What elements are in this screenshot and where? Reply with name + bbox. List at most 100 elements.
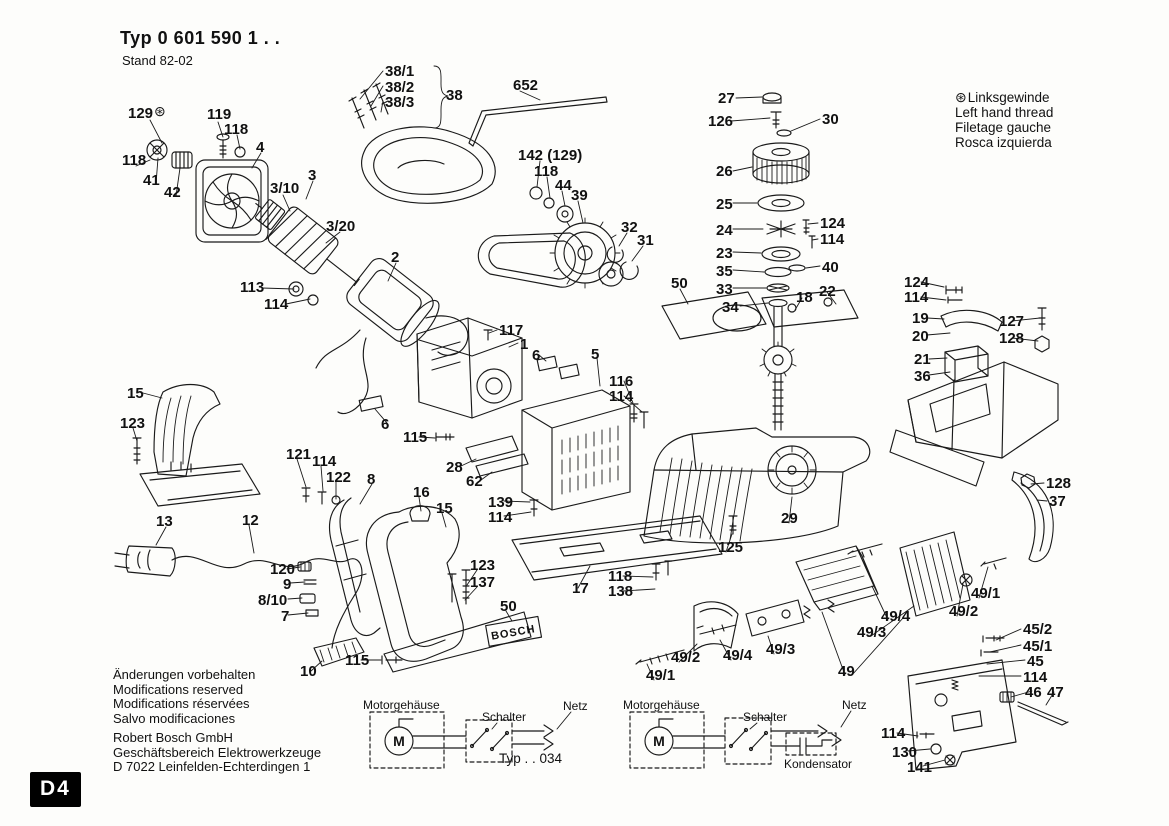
part-label-114: 114 [264, 296, 289, 313]
part-label-128: 128 [1046, 475, 1072, 492]
wiring1-switch-label: Schalter [482, 710, 527, 724]
revision-date: Stand 82-02 [122, 53, 193, 68]
chip-chute [889, 361, 1059, 487]
wiring1-caption: Typ . . 034 [499, 751, 563, 766]
part-label-33: 33 [716, 281, 733, 298]
cord-grommet [313, 637, 365, 667]
part-label-45-2: 45/2 [1023, 621, 1053, 638]
part-label-3-10: 3/10 [270, 180, 300, 197]
wiring2-switch-label: Schalter [743, 710, 788, 724]
part-label-41: 41 [143, 172, 160, 189]
belt-drive [477, 186, 639, 289]
part-label-38-3: 38/3 [385, 94, 415, 111]
part-label-114: 114 [820, 231, 845, 248]
company-name: Robert Bosch GmbH [113, 730, 233, 745]
wiring-diagram-1: M [369, 711, 554, 769]
handle-screws [381, 569, 471, 665]
part-label-4: 4 [256, 139, 265, 156]
part-label-49-2: 49/2 [671, 649, 701, 666]
part-label-23: 23 [716, 245, 733, 262]
part-label-50: 50 [671, 275, 688, 292]
part-label-47: 47 [1047, 684, 1064, 701]
part-label-127: 127 [999, 313, 1025, 330]
part-label-34: 34 [722, 299, 739, 316]
part-label-49-3: 49/3 [857, 624, 887, 641]
field-stator [346, 258, 440, 347]
part-label-128: 128 [999, 330, 1025, 347]
part-label-652: 652 [513, 77, 539, 94]
part-label-49-4: 49/4 [723, 647, 753, 664]
part-label--: ⊛ [154, 103, 166, 119]
part-label-114: 114 [1023, 669, 1048, 686]
part-label-115: 115 [345, 652, 370, 669]
part-label-49: 49 [838, 663, 855, 680]
part-label-130: 130 [892, 744, 918, 761]
type-number: Typ 0 601 590 1 . . [120, 28, 281, 48]
part-label-115: 115 [403, 429, 428, 446]
footer-note: Änderungen vorbehalten Modifications res… [113, 667, 321, 775]
part-label-45: 45 [1027, 653, 1044, 670]
carbon-brushes [358, 355, 580, 412]
thread-note-line-fr: Filetage gauche [955, 120, 1052, 135]
cord-plug [114, 545, 363, 649]
part-label-15: 15 [436, 500, 453, 517]
part-label-37: 37 [1049, 493, 1066, 510]
part-label-31: 31 [637, 232, 654, 249]
page-code-badge: D4 [30, 772, 81, 807]
wiring1-net-label: Netz [563, 699, 588, 713]
part-label-116: 116 [609, 373, 634, 390]
part-label-10: 10 [300, 663, 317, 680]
part-label-126: 126 [708, 113, 734, 130]
part-label-39: 39 [571, 187, 588, 204]
part-label-129: 129 [128, 105, 154, 122]
part-label-26: 26 [716, 163, 733, 180]
part-label-50: 50 [500, 598, 517, 615]
part-label-19: 19 [912, 310, 929, 327]
part-label-22: 22 [819, 283, 836, 300]
part-label-30: 30 [822, 111, 839, 128]
part-label-35: 35 [716, 263, 733, 280]
part-label-141: 141 [907, 759, 933, 776]
part-label-121: 121 [286, 446, 312, 463]
part-label-29: 29 [781, 510, 798, 527]
part-label-120: 120 [270, 561, 296, 578]
part-label-40: 40 [822, 259, 839, 276]
part-label-49-1: 49/1 [646, 667, 676, 684]
plates-28-62 [465, 435, 529, 477]
wiring-diagram-2: M [629, 711, 842, 769]
lever-19-20 [940, 285, 1050, 383]
part-label-3-20: 3/20 [326, 218, 356, 235]
part-label-38-2: 38/2 [385, 79, 415, 96]
bearing-washers [146, 139, 193, 169]
part-label-122: 122 [326, 469, 352, 486]
wiring2-net-label: Netz [842, 698, 867, 712]
part-label-12: 12 [242, 512, 259, 529]
rear-handle [366, 505, 464, 662]
part-label-1: 1 [520, 336, 529, 353]
part-label-46: 46 [1025, 684, 1042, 701]
part-label-8: 8 [367, 471, 376, 488]
part-label-42: 42 [164, 184, 181, 201]
screws-38 [348, 65, 449, 129]
part-label-118: 118 [224, 121, 249, 138]
part-label-49-3: 49/3 [766, 641, 796, 658]
part-label-137: 137 [470, 574, 496, 591]
company-address: D 7022 Leinfelden-Echterdingen 1 [113, 759, 311, 774]
part-label-113: 113 [240, 279, 265, 296]
modifications-en: Modifications reserved [113, 681, 244, 697]
part-label-27: 27 [718, 90, 735, 107]
motor-symbol-1: M [393, 733, 405, 749]
part-label-6: 6 [532, 347, 541, 364]
leader-lines [132, 70, 1055, 767]
planer-body [643, 427, 871, 544]
fan-housing [195, 159, 269, 243]
part-label-114: 114 [488, 509, 513, 526]
allen-key [468, 96, 608, 147]
part-label-38: 38 [446, 87, 463, 104]
part-label-5: 5 [591, 346, 600, 363]
part-label-9: 9 [283, 576, 292, 593]
motor-housing [416, 317, 523, 419]
armature [255, 199, 360, 287]
part-label-114: 114 [609, 388, 634, 405]
thread-note-line-de: ⊛Linksgewinde [955, 89, 1050, 106]
